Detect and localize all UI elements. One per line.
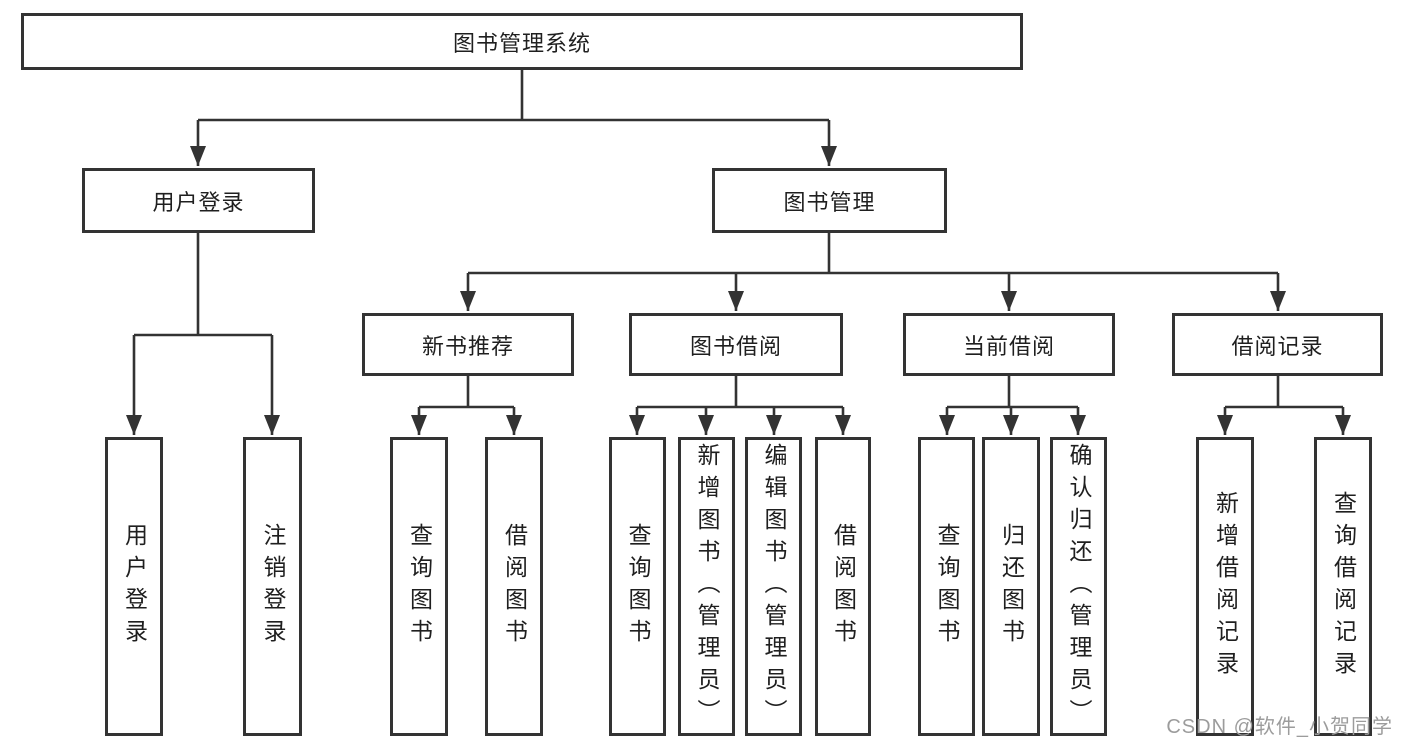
node-root-system: 图书管理系统 bbox=[21, 13, 1023, 70]
leaf-query-books-1-label: 查询图书 bbox=[406, 522, 433, 651]
leaf-logout-label: 注销登录 bbox=[260, 522, 286, 651]
connector-userlogin-split bbox=[126, 233, 280, 435]
leaf-query-books-2: 查询图书 bbox=[609, 437, 666, 736]
leaf-query-borrow-record: 查询借阅记录 bbox=[1314, 437, 1372, 736]
csdn-watermark: CSDN @软件_小贺同学 bbox=[1166, 716, 1393, 738]
node-user-login: 用户登录 bbox=[82, 168, 315, 233]
leaf-query-books-3-label: 查询图书 bbox=[934, 522, 960, 651]
leaf-confirm-return-admin-label: 确认归还（管理员） bbox=[1066, 442, 1092, 731]
node-current-borrow-label: 当前借阅 bbox=[962, 333, 1055, 359]
connector-bookmgmt-split bbox=[460, 233, 1286, 311]
node-current-borrow: 当前借阅 bbox=[903, 313, 1115, 376]
node-new-book-recommend-label: 新书推荐 bbox=[421, 333, 514, 359]
leaf-add-borrow-record-label: 新增借阅记录 bbox=[1212, 490, 1239, 683]
connector-root-split bbox=[190, 69, 837, 166]
node-book-borrow-label: 图书借阅 bbox=[689, 333, 782, 359]
leaf-add-books-admin: 新增图书（管理员） bbox=[678, 437, 735, 736]
leaf-query-books-1: 查询图书 bbox=[390, 437, 448, 736]
node-new-book-recommend: 新书推荐 bbox=[362, 313, 574, 376]
leaf-user-login: 用户登录 bbox=[105, 437, 163, 736]
leaf-logout: 注销登录 bbox=[243, 437, 302, 736]
leaf-edit-books-admin-label: 编辑图书（管理员） bbox=[761, 442, 787, 731]
connector-record-split bbox=[1217, 376, 1351, 435]
leaf-query-borrow-record-label: 查询借阅记录 bbox=[1330, 490, 1357, 683]
node-borrow-record-label: 借阅记录 bbox=[1231, 333, 1324, 359]
leaf-borrow-books-2: 借阅图书 bbox=[815, 437, 871, 736]
leaf-user-login-label: 用户登录 bbox=[121, 522, 148, 651]
node-borrow-record: 借阅记录 bbox=[1172, 313, 1383, 376]
leaf-borrow-books-1-label: 借阅图书 bbox=[501, 522, 528, 651]
node-root-label: 图书管理系统 bbox=[452, 30, 591, 56]
leaf-query-books-2-label: 查询图书 bbox=[625, 522, 651, 651]
leaf-query-books-3: 查询图书 bbox=[918, 437, 975, 736]
connector-newbook-split bbox=[411, 376, 522, 435]
connector-bookborrow-split bbox=[629, 376, 851, 435]
leaf-add-borrow-record: 新增借阅记录 bbox=[1196, 437, 1254, 736]
connector-current-split bbox=[939, 376, 1086, 435]
node-book-management: 图书管理 bbox=[712, 168, 947, 233]
node-book-borrow: 图书借阅 bbox=[629, 313, 843, 376]
leaf-confirm-return-admin: 确认归还（管理员） bbox=[1050, 437, 1107, 736]
leaf-return-books-label: 归还图书 bbox=[998, 522, 1025, 651]
leaf-borrow-books-2-label: 借阅图书 bbox=[830, 522, 857, 651]
leaf-add-books-admin-label: 新增图书（管理员） bbox=[694, 442, 720, 731]
leaf-return-books: 归还图书 bbox=[982, 437, 1040, 736]
node-user-login-label: 用户登录 bbox=[152, 189, 245, 215]
node-book-management-label: 图书管理 bbox=[783, 189, 876, 215]
leaf-borrow-books-1: 借阅图书 bbox=[485, 437, 543, 736]
leaf-edit-books-admin: 编辑图书（管理员） bbox=[745, 437, 802, 736]
